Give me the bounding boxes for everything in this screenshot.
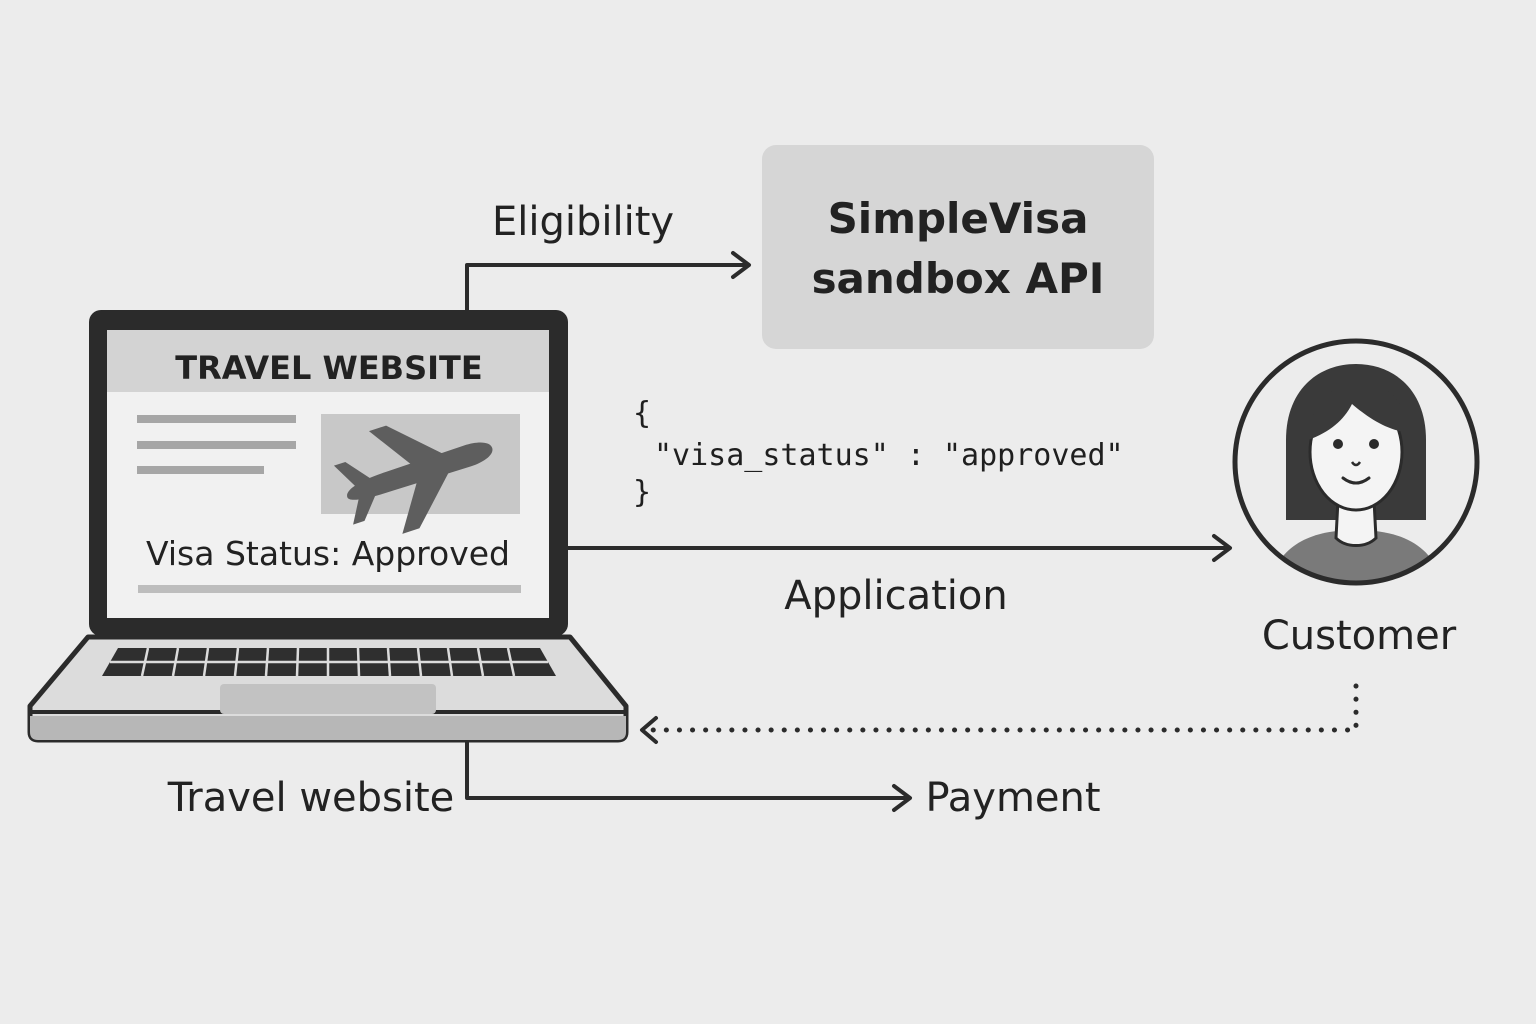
visa-status-text: Visa Status: Approved <box>146 534 510 573</box>
eligibility-label: Eligibility <box>492 199 674 245</box>
payment-label: Payment <box>925 775 1100 821</box>
application-arrow <box>566 534 1232 562</box>
api-title: SimpleVisa <box>828 194 1089 243</box>
json-response-snippet: { "visa_status" : "approved" } <box>633 396 1124 510</box>
customer-label: Customer <box>1262 613 1457 659</box>
trackpad <box>220 684 436 714</box>
airplane-icon <box>333 425 493 534</box>
person-avatar-icon <box>1232 338 1480 586</box>
application-label: Application <box>784 573 1008 619</box>
json-open-brace: { <box>633 396 651 431</box>
laptop-caption: Travel website <box>167 775 455 821</box>
payment-arrow <box>465 740 912 812</box>
api-box: SimpleVisa sandbox API <box>762 145 1154 349</box>
customer-return-dotted-arrow <box>640 683 1359 744</box>
keyboard <box>102 647 556 677</box>
eligibility-arrow <box>465 251 751 314</box>
json-close-brace: } <box>633 475 651 510</box>
screen-text-lines <box>137 415 296 474</box>
screen-status-underline <box>138 585 521 593</box>
api-subtitle: sandbox API <box>812 254 1105 303</box>
json-visa-status-line: "visa_status" : "approved" <box>654 438 1124 473</box>
laptop: TRAVEL WEBSITE Visa Status: Approved <box>27 310 629 743</box>
screen-header-title: TRAVEL WEBSITE <box>175 349 482 387</box>
